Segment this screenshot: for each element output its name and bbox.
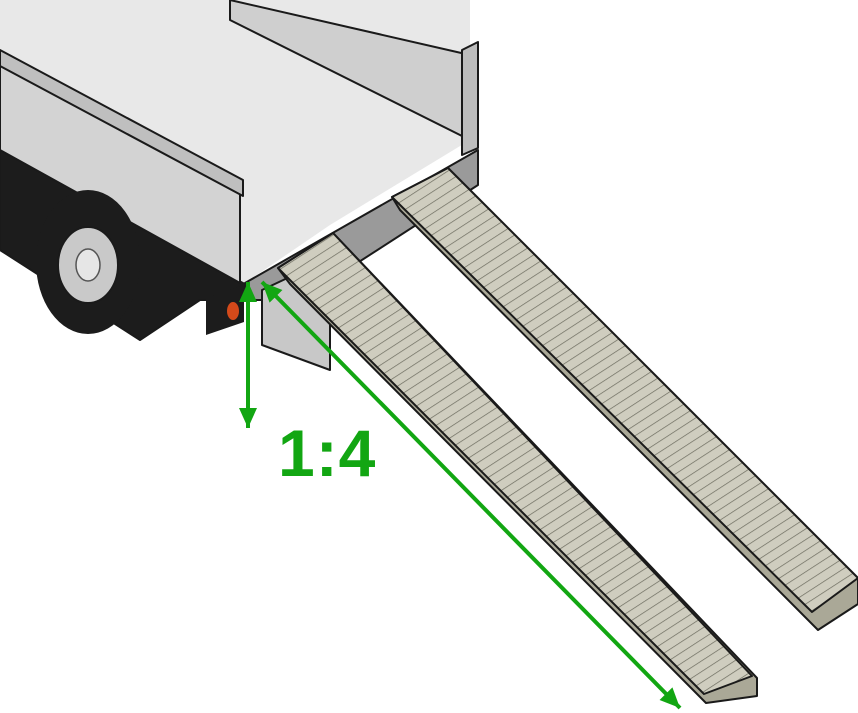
arrowhead (262, 282, 283, 303)
arrowhead (659, 687, 680, 708)
ramp-length-arrow (260, 280, 682, 710)
height-arrow (239, 282, 257, 428)
ramp-icon (277, 232, 758, 704)
ramp-left-tread (277, 232, 753, 695)
measurement-arrows (239, 280, 682, 710)
arrowhead (239, 282, 257, 302)
truck-back-post (461, 41, 479, 156)
wheel-icon (36, 190, 140, 334)
truck-near-wall-rail (0, 49, 244, 197)
ratio-label: 1:4 (278, 416, 377, 490)
tail-light-icon (206, 285, 244, 335)
arrowhead (239, 408, 257, 428)
ramp-right-tread (391, 167, 858, 613)
ramp-icon (391, 167, 858, 631)
